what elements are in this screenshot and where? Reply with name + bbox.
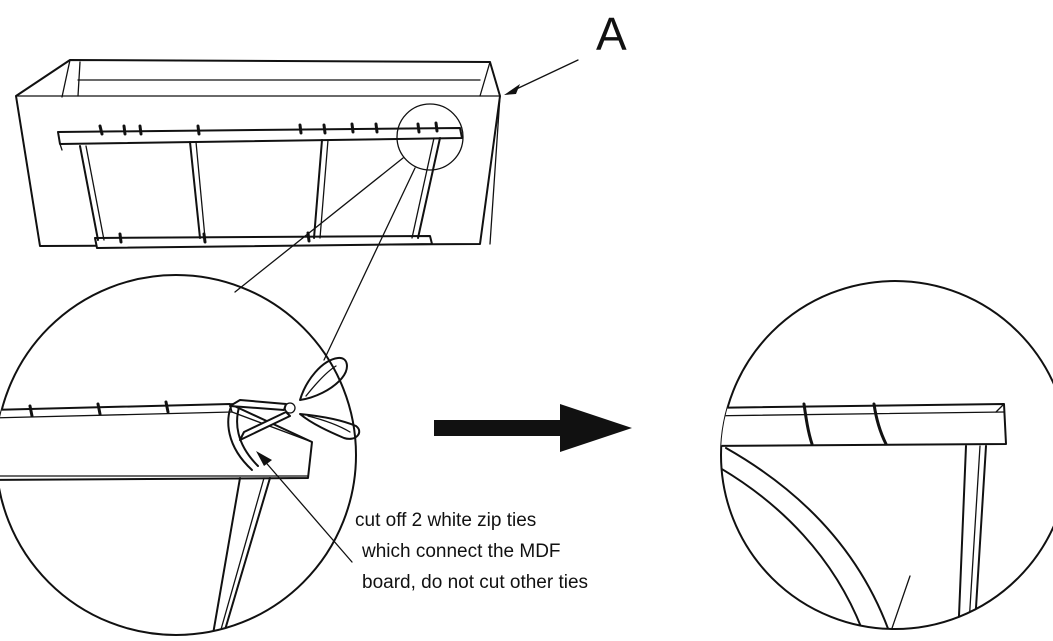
detail-before: [0, 274, 357, 636]
instruction-pointer: [261, 457, 353, 563]
detail-after: [720, 280, 1053, 630]
zoom-leader-left: [234, 157, 404, 293]
instruction-line-3: board, do not cut other ties: [362, 572, 588, 593]
cabinet-bottom-rail: [94, 235, 433, 249]
part-letter-a: A: [596, 8, 627, 60]
instruction-text: cut off 2 white zip ties which connect t…: [355, 510, 588, 593]
scissors-icon: [229, 356, 361, 441]
zoom-leader-right: [323, 167, 416, 361]
transition-arrow-icon: [434, 404, 632, 452]
part-label-a: A: [504, 8, 627, 95]
zoom-circle-small: [396, 103, 464, 171]
detail-circle-before: [0, 274, 357, 636]
instruction-line-2: which connect the MDF: [361, 541, 561, 562]
instruction-line-1: cut off 2 white zip ties: [355, 510, 536, 531]
cabinet-top-rail: [57, 127, 463, 151]
detail-circle-after: [720, 280, 1053, 630]
cabinet-unit: [15, 59, 501, 249]
